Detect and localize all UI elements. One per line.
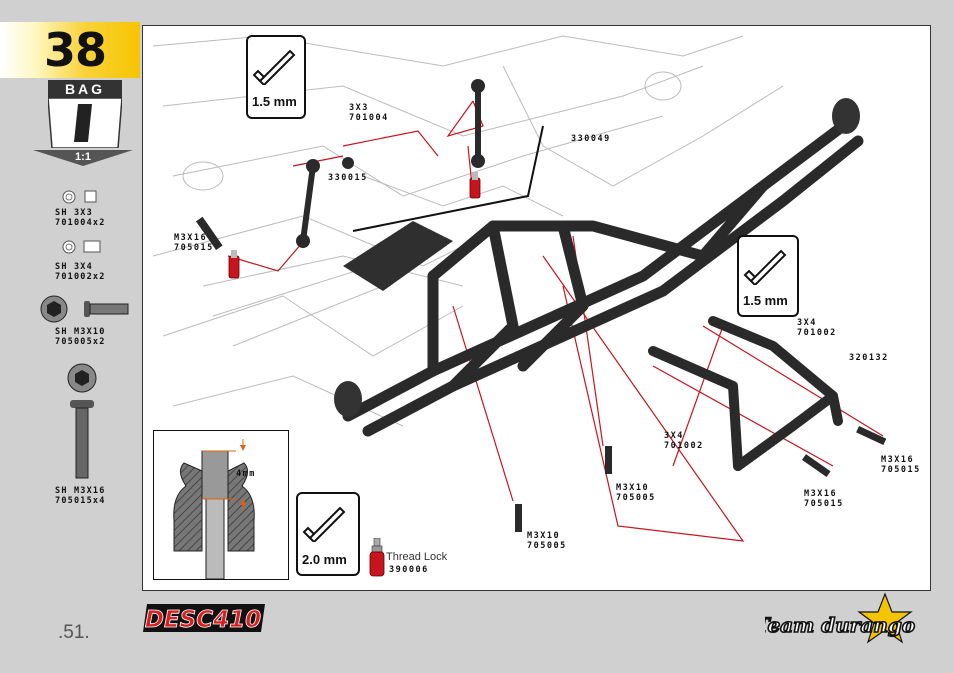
dimension-label: 4mm — [236, 469, 256, 479]
sidebar-part-3: SH M3X10 705005x2 — [55, 327, 106, 347]
callout-line: 3X4 — [797, 318, 817, 328]
thread-lock-label: Thread Lock — [386, 551, 448, 563]
inset-detail: 4mm — [153, 430, 289, 580]
tool-label: 1.5 mm — [743, 293, 788, 308]
callout-line: 3X3 — [349, 103, 369, 113]
callout-line: 701004 — [349, 113, 389, 123]
callout-line: M3X10 — [616, 483, 650, 493]
sidebar-part-4: SH M3X16 705015x4 — [55, 486, 106, 506]
callout-line: M3X16 — [804, 489, 838, 499]
part-code: 701002x2 — [55, 272, 106, 282]
scale-banner — [33, 150, 133, 166]
callout-line: 705015 — [174, 243, 214, 253]
callout-line: M3X10 — [527, 531, 561, 541]
callout-line: 3X4 — [664, 431, 684, 441]
part-name: SH M3X16 — [55, 486, 106, 496]
sidebar-part-2: SH 3X4 701002x2 — [55, 262, 106, 282]
page-number: .51. — [58, 622, 90, 643]
callout-320132: 320132 — [849, 353, 889, 363]
thread-lock-code: 390006 — [389, 565, 429, 575]
callout-line: 705005 — [616, 493, 656, 503]
hex-key-icon — [252, 49, 296, 85]
callout-line: 330049 — [571, 134, 611, 144]
callout-line: 705005 — [527, 541, 567, 551]
callout-line: M3X16 — [174, 233, 208, 243]
team-durango-logo: Team durango — [765, 592, 916, 644]
scale-label: 1:1 — [75, 151, 91, 163]
callout-line: 701002 — [797, 328, 837, 338]
hex-key-icon — [743, 249, 787, 285]
ball-stud-cross-section — [173, 439, 255, 579]
tool-label: 1.5 mm — [252, 94, 297, 109]
sidebar-part-1: SH 3X3 701004x2 — [55, 208, 106, 228]
screw-m3x16-icon — [67, 363, 97, 479]
bag-icon — [48, 98, 122, 148]
step-number: 38 — [44, 23, 107, 77]
screw-3x4-icon — [62, 240, 101, 254]
step-header — [0, 22, 140, 78]
callout-330015: 330015 — [328, 173, 368, 183]
desc410-logo: DESC410 — [143, 604, 265, 633]
part-name: SH 3X4 — [55, 262, 93, 272]
chassis-illustration — [152, 35, 887, 542]
part-code: 701004x2 — [55, 218, 106, 228]
tool-label: 2.0 mm — [302, 552, 347, 567]
callout-line: 705015 — [804, 499, 844, 509]
svg-text:Team durango: Team durango — [765, 613, 915, 637]
callout-line: 705015 — [881, 465, 921, 475]
hex-tool-box-3: 2.0 mm — [296, 492, 360, 576]
svg-text:DESC410: DESC410 — [145, 607, 261, 633]
part-name: SH M3X10 — [55, 327, 106, 337]
callout-line: 701002 — [664, 441, 704, 451]
callout-line: 330015 — [328, 173, 368, 183]
callout-330049: 330049 — [571, 134, 611, 144]
bag-label: BAG — [48, 80, 122, 98]
screw-3x3-icon — [62, 190, 97, 204]
thread-lock-bottle-icon — [369, 538, 385, 577]
part-name: SH 3X3 — [55, 208, 93, 218]
hex-tool-box-2: 1.5 mm — [737, 235, 799, 317]
part-code: 705015x4 — [55, 496, 106, 506]
callout-line: M3X16 — [881, 455, 915, 465]
hex-tool-box-1: 1.5 mm — [246, 35, 306, 119]
callout-line: 320132 — [849, 353, 889, 363]
hex-key-icon — [302, 506, 346, 542]
part-code: 705005x2 — [55, 337, 106, 347]
screw-m3x10-icon — [40, 295, 129, 323]
